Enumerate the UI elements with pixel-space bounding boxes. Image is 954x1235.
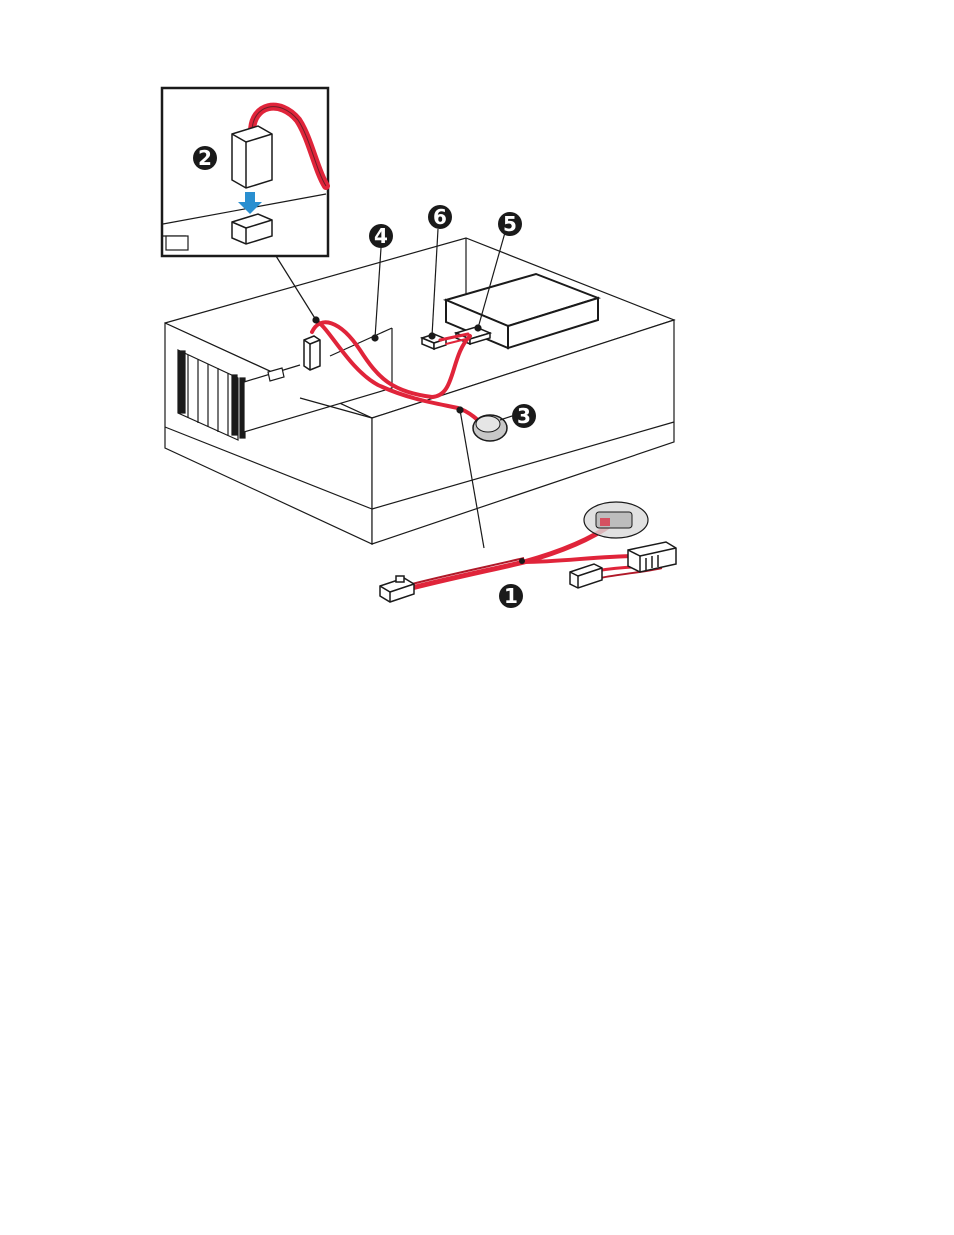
callout-1-label: 1 (504, 584, 518, 608)
inset-cable-connector (232, 126, 272, 188)
callout-2-label: 2 (198, 146, 212, 170)
callout-6-label: 6 (433, 205, 447, 229)
callout-1: 1 (499, 584, 523, 608)
callout-6: 6 (428, 205, 452, 229)
inset-detail (162, 88, 328, 256)
power-molex-connector (570, 564, 602, 588)
callout-2: 2 (193, 146, 217, 170)
callout-3: 3 (512, 404, 536, 428)
callout-4: 4 (369, 224, 393, 248)
callout-5: 5 (498, 212, 522, 236)
callout-5-label: 5 (503, 212, 517, 236)
callout-4-label: 4 (374, 224, 388, 248)
board-end-connector (380, 576, 414, 602)
assembly-ferrite (584, 502, 648, 538)
drive-combo-connector (628, 542, 676, 572)
callout-3-label: 3 (517, 404, 531, 428)
board-cable-connector (304, 336, 320, 370)
